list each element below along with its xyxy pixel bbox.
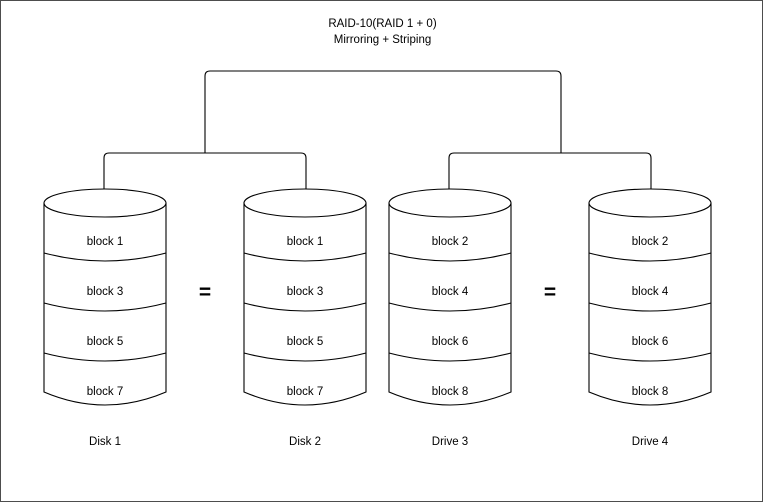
block-label: block 8 <box>632 386 668 398</box>
block-label: block 3 <box>287 286 323 298</box>
block-label: block 3 <box>87 286 123 298</box>
disk-cylinder-1: block 1 block 3 block 5 block 7 Disk 1 <box>43 188 167 448</box>
cylinder-divider-2-1 <box>243 252 367 262</box>
diagram-title-line1: RAID-10(RAID 1 + 0) <box>328 18 436 30</box>
cylinder-top-4 <box>588 188 712 218</box>
left-pair-connector <box>103 152 307 197</box>
cylinder-divider-4-1 <box>588 252 712 262</box>
block-label: block 2 <box>432 236 468 248</box>
block-label: block 2 <box>632 236 668 248</box>
root-connector <box>204 70 562 153</box>
disk-label-1: Disk 1 <box>89 436 121 448</box>
cylinder-divider-3-2 <box>388 302 512 312</box>
block-label: block 1 <box>287 236 323 248</box>
cylinder-divider-1-1 <box>43 252 167 262</box>
disk-label-3: Drive 3 <box>432 436 468 448</box>
cylinder-body-4 <box>588 202 712 406</box>
cylinder-top-2 <box>243 188 367 218</box>
block-label: block 7 <box>287 386 323 398</box>
block-label: block 6 <box>432 336 468 348</box>
block-label: block 6 <box>632 336 668 348</box>
cylinder-divider-3-1 <box>388 252 512 262</box>
disk-label-2: Disk 2 <box>289 436 321 448</box>
diagram-title-line2: Mirroring + Striping <box>334 34 431 46</box>
cylinder-divider-4-3 <box>588 352 712 362</box>
cylinder-body-3 <box>388 202 512 406</box>
cylinder-divider-3-3 <box>388 352 512 362</box>
cylinder-top-1 <box>43 188 167 218</box>
cylinder-divider-4-2 <box>588 302 712 312</box>
cylinder-body-2 <box>243 202 367 406</box>
block-label: block 4 <box>432 286 469 298</box>
disk-label-4: Drive 4 <box>632 436 669 448</box>
cylinder-body-1 <box>43 202 167 406</box>
cylinder-divider-2-2 <box>243 302 367 312</box>
block-label: block 4 <box>632 286 669 298</box>
block-label: block 1 <box>87 236 123 248</box>
block-label: block 7 <box>87 386 123 398</box>
cylinder-divider-1-3 <box>43 352 167 362</box>
cylinder-top-3 <box>388 188 512 218</box>
mirror-equals-2: = <box>544 281 556 304</box>
mirror-equals-1: = <box>199 281 211 304</box>
block-label: block 8 <box>432 386 468 398</box>
disk-cylinder-4: block 2 block 4 block 6 block 8 Drive 4 <box>588 188 712 448</box>
block-label: block 5 <box>287 336 323 348</box>
cylinder-divider-1-2 <box>43 302 167 312</box>
right-pair-connector <box>448 152 652 197</box>
cylinder-divider-2-3 <box>243 352 367 362</box>
disk-cylinder-2: block 1 block 3 block 5 block 7 Disk 2 <box>243 188 367 448</box>
disk-cylinder-3: block 2 block 4 block 6 block 8 Drive 3 <box>388 188 512 448</box>
block-label: block 5 <box>87 336 123 348</box>
